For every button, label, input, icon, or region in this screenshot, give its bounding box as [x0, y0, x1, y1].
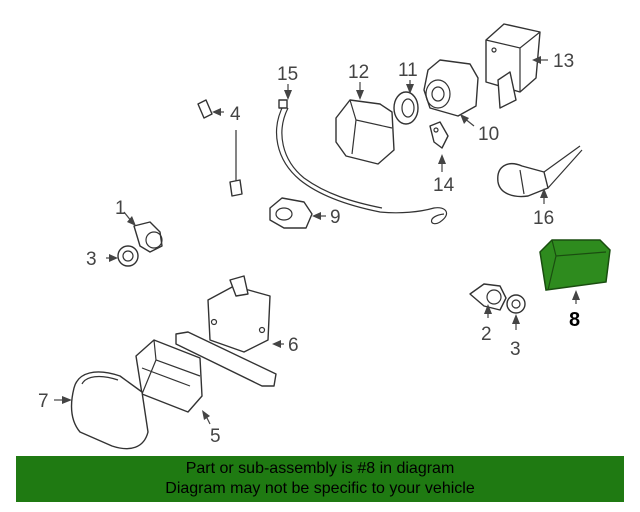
callout-1-left: 1: [115, 198, 126, 219]
part-12-bracket[interactable]: [335, 99, 395, 165]
part-6-radar-bracket[interactable]: [175, 275, 277, 387]
callout-8: 8: [569, 309, 580, 331]
part-8-highlighted-module[interactable]: [539, 239, 611, 291]
callout-15: 15: [277, 64, 298, 85]
part-3-ring-right[interactable]: [506, 294, 526, 314]
callout-12: 12: [348, 62, 369, 83]
part-4-clip[interactable]: [197, 99, 243, 197]
callout-16: 16: [533, 208, 554, 229]
callout-14: 14: [433, 175, 455, 196]
info-banner: Part or sub-assembly is #8 in diagram Di…: [16, 456, 624, 502]
part-14-connector[interactable]: [429, 121, 449, 149]
callout-6: 6: [288, 335, 299, 356]
part-2-sensor-right[interactable]: [469, 283, 507, 311]
part-16-bulb[interactable]: [497, 145, 583, 198]
callout-5: 5: [210, 426, 221, 447]
callout-9: 9: [330, 207, 341, 228]
part-1-sensor-left[interactable]: [133, 221, 163, 253]
part-9-sensor[interactable]: [269, 197, 313, 229]
banner-line-1: Part or sub-assembly is #8 in diagram: [185, 460, 455, 477]
callout-10: 10: [478, 124, 499, 145]
callout-3-left: 3: [86, 249, 97, 270]
part-15-wiring-harness[interactable]: [276, 99, 448, 225]
part-13-module[interactable]: [485, 23, 541, 109]
callout-2-right: 2: [481, 324, 492, 345]
part-3-ring-left[interactable]: [117, 245, 139, 267]
banner-line-2: Diagram may not be specific to your vehi…: [165, 480, 475, 497]
callout-11: 11: [398, 60, 418, 81]
part-7-radar-cover[interactable]: [70, 371, 149, 450]
callout-7: 7: [38, 391, 49, 412]
part-10-camera[interactable]: [423, 59, 479, 117]
callout-3-right: 3: [510, 339, 521, 360]
callout-13: 13: [553, 51, 574, 72]
part-11-ring[interactable]: [393, 91, 419, 125]
parts-diagram: 13 12 11 10 14 15: [38, 23, 611, 450]
callout-4: 4: [230, 104, 241, 125]
